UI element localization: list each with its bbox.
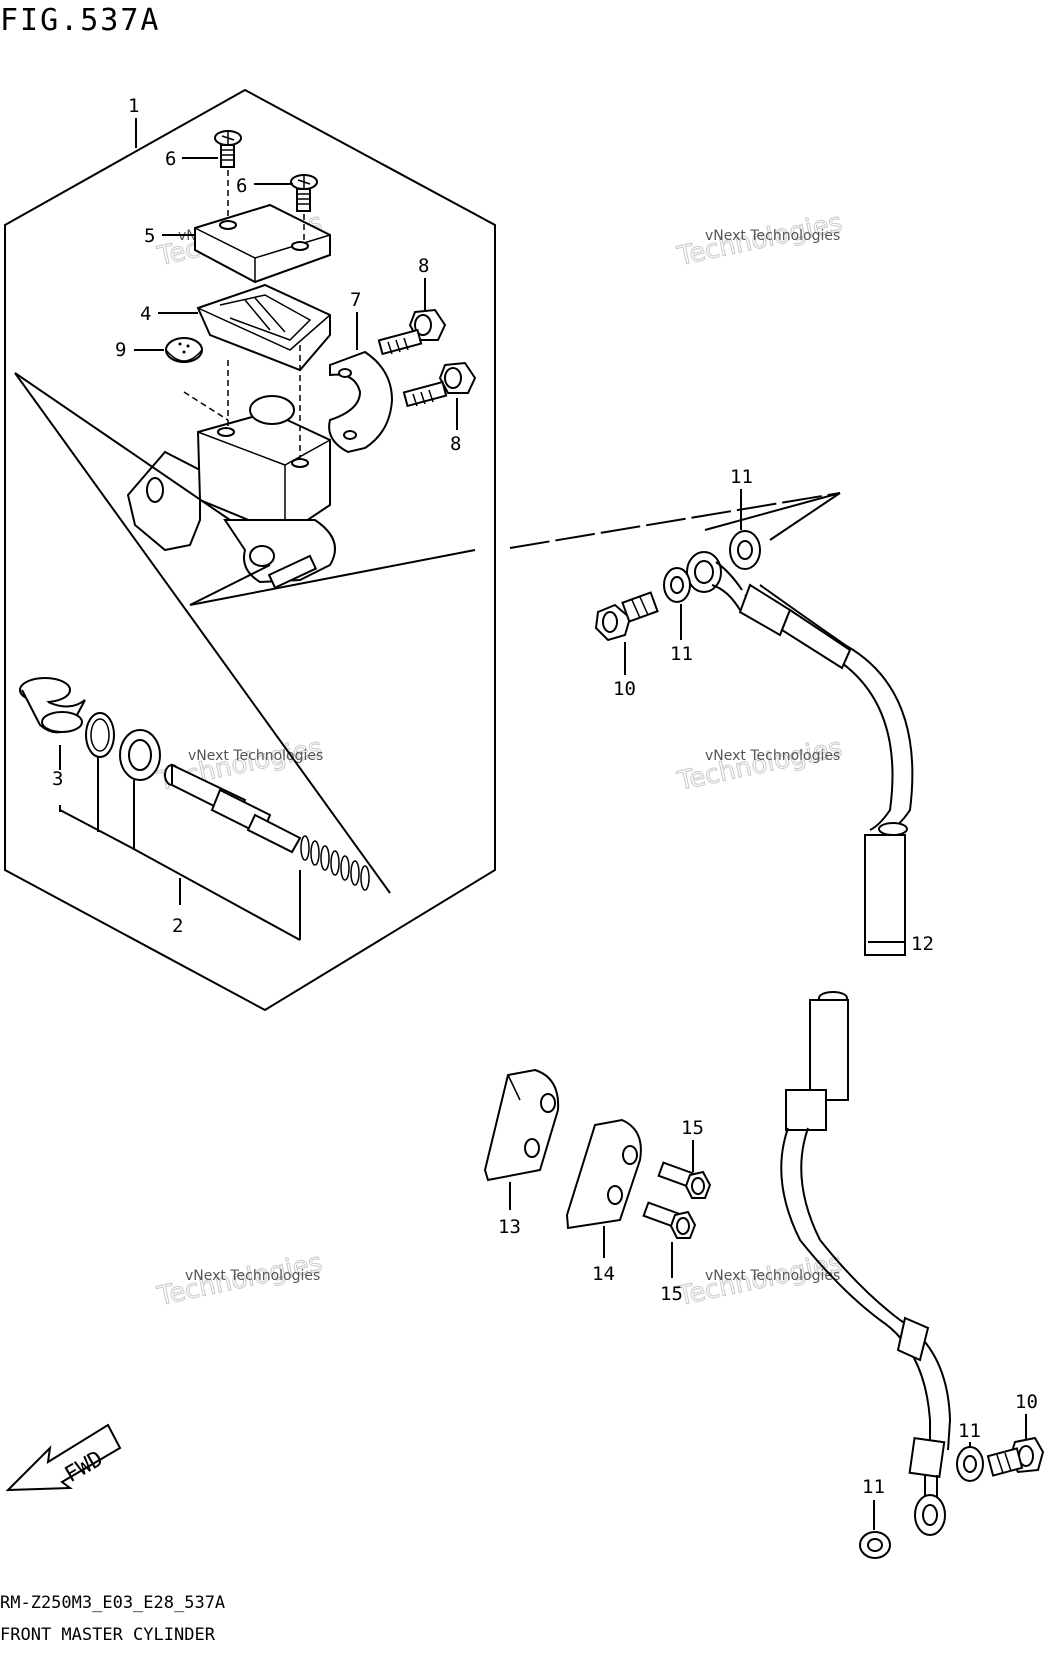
screw-6-upper — [214, 130, 242, 168]
screw-6-lower — [290, 174, 318, 212]
bolt-15-lower — [642, 1201, 697, 1239]
watermark-text: vNext Technologies — [705, 748, 840, 764]
callout-6: 6 — [236, 175, 247, 197]
figure-title: FIG.537A — [0, 3, 161, 38]
callout-10: 10 — [613, 678, 636, 700]
assembly-frame — [4, 88, 496, 1012]
callout-2: 2 — [172, 915, 183, 937]
fwd-label: FWD — [61, 1446, 108, 1488]
holder-7 — [328, 350, 394, 454]
washer-11 — [859, 1531, 891, 1559]
callout-10: 10 — [1015, 1391, 1038, 1413]
washer-11 — [663, 567, 691, 603]
washer-11 — [956, 1446, 984, 1482]
guide-line — [769, 492, 841, 541]
watermark-text: vNext Technologies — [185, 1268, 320, 1284]
callout-14: 14 — [592, 1263, 615, 1285]
bolt-15-upper — [657, 1161, 712, 1199]
callout-11: 11 — [730, 466, 753, 488]
callout-8: 8 — [418, 255, 429, 277]
guide-line — [704, 492, 841, 531]
union-bolt-10 — [986, 1436, 1045, 1477]
callout-13: 13 — [498, 1216, 521, 1238]
leader-line — [59, 809, 301, 941]
callout-3: 3 — [52, 768, 63, 790]
callout-11: 11 — [862, 1476, 885, 1498]
float-9 — [165, 337, 203, 363]
figure-caption: FRONT MASTER CYLINDER — [0, 1625, 216, 1645]
guide-line — [189, 564, 271, 606]
diaphragm-4 — [196, 283, 331, 372]
callout-15: 15 — [681, 1117, 704, 1139]
assembly-line — [183, 391, 229, 421]
circlip — [85, 712, 115, 758]
callout-9: 9 — [115, 339, 126, 361]
washer-11 — [729, 530, 761, 570]
guide-line — [14, 372, 391, 894]
watermark-text: vNext Technologies — [705, 228, 840, 244]
callout-11: 11 — [670, 643, 693, 665]
union-bolt-10 — [594, 591, 659, 642]
guide-line — [509, 492, 841, 549]
hose-clamp-14 — [565, 1118, 642, 1230]
washer — [119, 729, 161, 781]
hose-clamp-13 — [483, 1068, 560, 1182]
callout-1: 1 — [128, 95, 139, 117]
bolt-8-lower — [402, 361, 477, 408]
master-cylinder-body — [126, 395, 336, 589]
watermark-text: vNext Technologies — [705, 1268, 840, 1284]
bolt-8-upper — [377, 308, 447, 356]
callout-4: 4 — [140, 303, 151, 325]
spring — [300, 835, 370, 891]
guide-line — [14, 372, 231, 521]
fwd-arrow-icon: FWD — [5, 1423, 122, 1492]
reservoir-cap-5 — [194, 203, 331, 284]
callout-8: 8 — [450, 433, 461, 455]
callout-12: 12 — [911, 933, 934, 955]
piston — [164, 763, 302, 854]
callout-6: 6 — [165, 148, 176, 170]
boot-3 — [19, 677, 86, 734]
callout-11: 11 — [958, 1420, 981, 1442]
watermark-text: Technologies — [674, 733, 845, 797]
guide-line — [189, 549, 476, 606]
brake-hose-12 — [686, 551, 952, 1536]
model-code: RM-Z250M3_E03_E28_537A — [0, 1593, 225, 1613]
callout-5: 5 — [144, 225, 155, 247]
callout-15: 15 — [660, 1283, 683, 1305]
callout-7: 7 — [350, 289, 361, 311]
watermark-text: vNext Technologies — [188, 748, 323, 764]
